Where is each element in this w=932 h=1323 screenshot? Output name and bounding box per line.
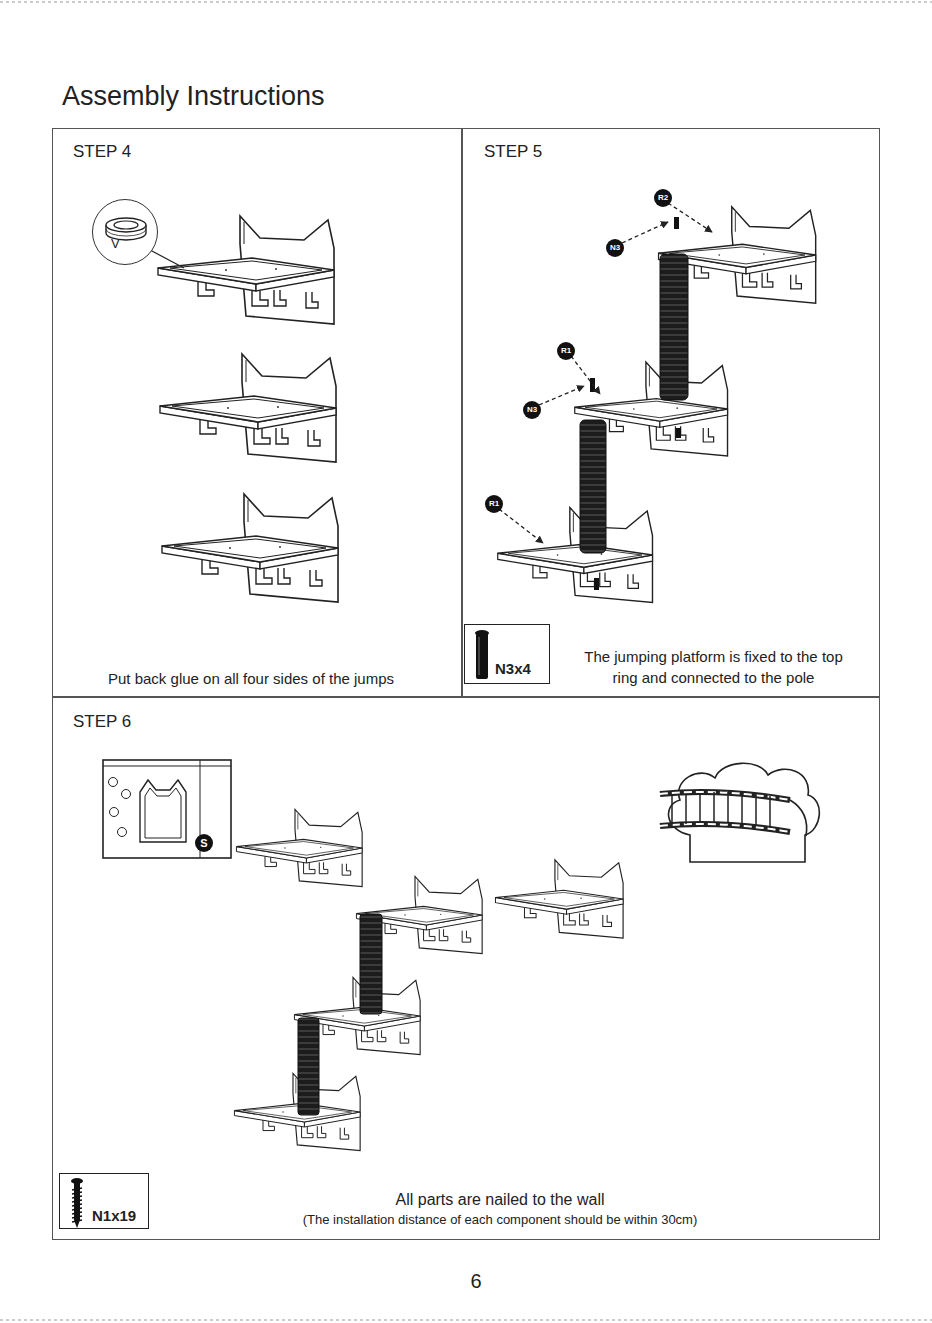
instruction-note: Put back glue on all four sides of the j… [61, 669, 441, 688]
callout-circle: N3 [523, 401, 541, 419]
hardware-count: N3x4 [495, 659, 531, 678]
wall-shelf [160, 354, 336, 462]
page-number: 6 [456, 1269, 496, 1294]
callout-circle: N3 [606, 239, 624, 257]
leader-arrows [499, 203, 712, 543]
instruction-note: (The installation distance of each compo… [153, 1212, 847, 1228]
callout-circle: S [195, 834, 213, 852]
instruction-note: All parts are nailed to the wall [153, 1190, 847, 1210]
callout-number: N3 [606, 239, 624, 257]
step-heading: STEP 4 [73, 141, 131, 162]
wall-shelf [498, 508, 653, 603]
step-heading: STEP 5 [484, 141, 542, 162]
scratch-pole [298, 1018, 319, 1115]
callout-circle: R2 [654, 189, 672, 207]
step-panel: STEP 6 All parts are nailed to the wall (T… [52, 697, 880, 1240]
instruction-note: The jumping platform is fixed to the top… [576, 646, 851, 688]
step-panel: STEP 4 Put back glue on all four sides of… [52, 128, 462, 697]
screw [674, 217, 679, 229]
detail-magnifier: V [92, 199, 158, 265]
callout-circle: R1 [557, 342, 575, 360]
hardware-count: N1x19 [92, 1206, 136, 1225]
wall-shelf [495, 860, 623, 938]
callout-number: R2 [654, 189, 672, 207]
wall-shelf [158, 216, 334, 324]
tape-roll-icon [92, 199, 158, 265]
hardware-box: N3x4 [464, 624, 550, 684]
callout-number: N3 [523, 401, 541, 419]
page-edge [0, 1320, 932, 1321]
wood-screw-icon [62, 1174, 92, 1232]
step-panel: STEP 5 The jumping platform is fixed to t… [462, 128, 880, 697]
hardware-box: N1x19 [59, 1173, 149, 1229]
scratch-pole [660, 254, 688, 400]
page-title: Assembly Instructions [62, 80, 325, 112]
page-edge [0, 2, 932, 3]
wall-shelf [236, 809, 362, 886]
scratch-pole [580, 420, 606, 553]
wall-shelf [234, 1073, 360, 1150]
callout-circle: R1 [485, 495, 503, 513]
part-letter: V [111, 236, 120, 252]
cat-house [103, 760, 231, 858]
wall-shelf [162, 494, 338, 602]
leader-line [150, 250, 184, 268]
callout-number: R1 [485, 495, 503, 513]
callout-number: S [195, 834, 213, 852]
barrel-bolt-icon [467, 625, 497, 683]
cloud-bridge [660, 763, 819, 862]
callout-number: R1 [557, 342, 575, 360]
step-heading: STEP 6 [73, 711, 131, 732]
screw [594, 578, 599, 590]
scratch-pole [360, 914, 382, 1014]
screw [676, 428, 681, 438]
